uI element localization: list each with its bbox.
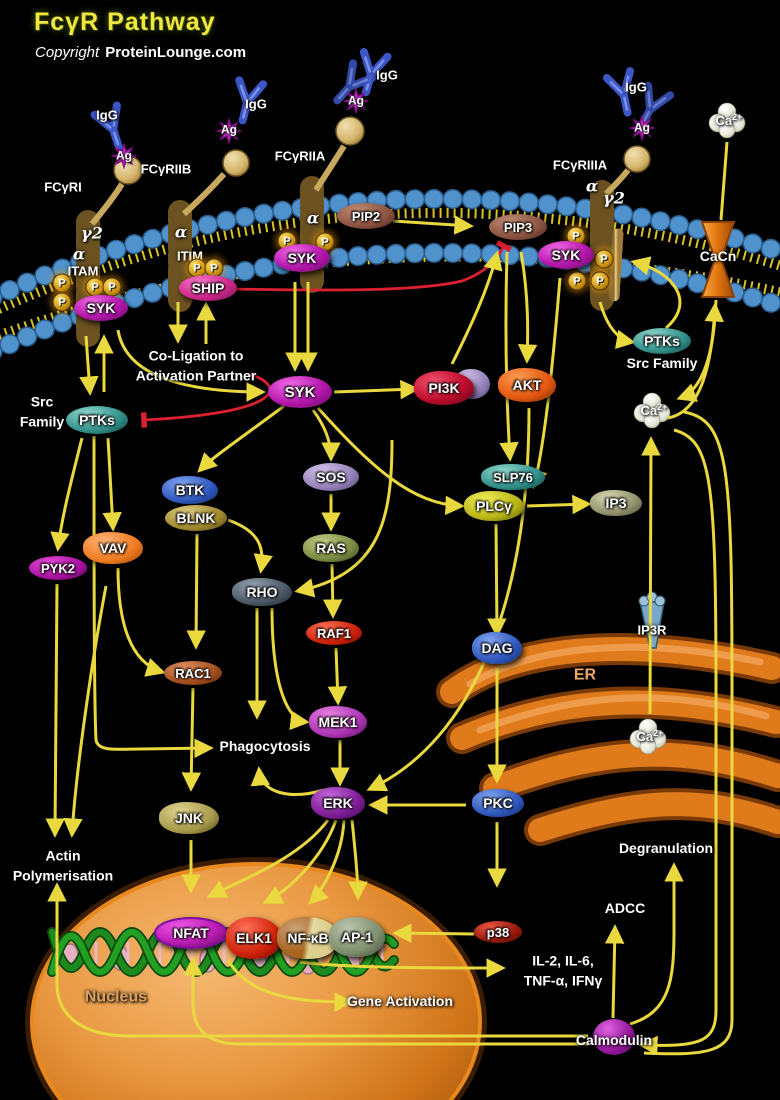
node-ip3: IP3	[590, 490, 642, 516]
anno-src-family-left: Src Family	[20, 392, 64, 433]
node-btk: BTK	[162, 476, 218, 504]
label-alpha-1: α	[72, 244, 86, 264]
anno-degranulation: Degranulation	[618, 839, 714, 856]
anno-coligation: Co-Ligation to Activation Partner	[136, 346, 257, 387]
ca-text: Ca	[636, 729, 654, 745]
label-fcgri: FCγRI	[44, 179, 82, 195]
anno-coligation-line2: Activation Partner	[135, 368, 257, 384]
label-ca-extracellular: Ca2+	[716, 111, 743, 131]
label-ca-er: Ca2+	[637, 727, 664, 747]
label-itam: ITAM	[67, 263, 99, 279]
label-fcgriib: FCγRIIB	[140, 161, 192, 177]
label-ag-4: Ag	[634, 120, 650, 135]
signal-arrows	[45, 141, 734, 1056]
node-ras: RAS	[303, 534, 359, 562]
anno-er: ER	[573, 666, 597, 684]
node-pip3: PIP3	[489, 214, 547, 240]
node-syk-fcgri: SYK	[74, 295, 128, 321]
ip3r-receptor	[638, 591, 666, 649]
node-ship: SHIP	[179, 275, 237, 301]
label-igg-2: IgG	[245, 96, 267, 112]
node-sos: SOS	[303, 463, 359, 491]
node-erk: ERK	[311, 787, 365, 819]
label-ip3r: IP3R	[637, 622, 667, 638]
label-alpha-4: α	[585, 176, 599, 196]
node-elk1: ELK1	[226, 917, 282, 959]
label-igg-1: IgG	[96, 107, 118, 123]
node-nfkb: NF-κB	[277, 917, 339, 959]
node-pi3k: PI3K	[414, 371, 474, 405]
anno-actin-line1: Actin	[45, 847, 81, 864]
label-fcgriiia: FCγRIIIA	[552, 157, 608, 173]
phospho-badge: P	[567, 271, 587, 291]
ca-sup: 2+	[732, 111, 743, 122]
anno-src: Src	[30, 393, 54, 410]
node-jnk: JNK	[159, 802, 219, 834]
ca-sup: 2+	[657, 401, 668, 412]
node-src-ptks-right: PTKs	[633, 328, 691, 354]
label-ag-2: Ag	[221, 122, 237, 137]
anno-adcc: ADCC	[604, 899, 646, 916]
phospho-badge: P	[52, 292, 72, 312]
copyright-site: ProteinLounge.com	[105, 44, 247, 61]
cacn-channel	[700, 221, 736, 298]
node-akt: AKT	[498, 368, 556, 402]
anno-gene-activation: Gene Activation	[346, 992, 454, 1009]
anno-actin-polymerisation: Actin Polymerisation	[13, 846, 113, 887]
label-igg-3: IgG	[376, 67, 398, 83]
node-src-ptks-left: PTKs	[66, 406, 128, 434]
ca-text: Ca	[640, 403, 658, 419]
label-gamma2-left: γ2	[81, 223, 103, 243]
anno-coligation-line1: Co-Ligation to	[148, 347, 244, 364]
label-gamma2-right: γ2	[603, 188, 625, 208]
node-calmodulin-sphere	[593, 1019, 635, 1055]
node-pkc: PKC	[472, 789, 524, 817]
page-title: FcγR Pathway	[34, 8, 216, 36]
node-syk-fcgriia: SYK	[274, 244, 330, 272]
node-plcg: PLCγ	[464, 491, 524, 521]
label-alpha-3: α	[306, 208, 320, 228]
anno-cytokines-line1: IL-2, IL-6,	[532, 952, 594, 969]
node-dag: DAG	[472, 632, 522, 664]
phospho-badge: P	[594, 249, 614, 269]
node-blnk: BLNK	[165, 505, 227, 531]
node-nfat: NFAT	[154, 917, 228, 949]
phospho-badge: P	[52, 273, 72, 293]
anno-cytokines-line2: TNF-α, IFNγ	[523, 973, 603, 989]
phospho-badge: P	[590, 271, 610, 291]
nucleus-organelle	[25, 857, 487, 1100]
node-rac1: RAC1	[164, 661, 222, 685]
label-fcgriia: FCγRIIA	[274, 148, 326, 164]
copyright-line: Copyright ProteinLounge.com	[35, 44, 246, 61]
anno-src-family-right: Src Family	[626, 354, 698, 371]
ca-text: Ca	[715, 113, 733, 129]
node-pip2: PIP2	[337, 203, 395, 229]
node-pyk2: PYK2	[29, 556, 87, 580]
phospho-badge: P	[102, 277, 122, 297]
node-ap1: AP-1	[329, 917, 385, 957]
ca-sup: 2+	[653, 727, 664, 738]
label-ag-3: Ag	[348, 93, 364, 108]
node-p38: p38	[474, 921, 522, 943]
node-syk-main: SYK	[268, 376, 332, 408]
anno-nucleus: Nucleus	[84, 988, 148, 1006]
node-raf1: RAF1	[306, 621, 362, 645]
node-mek1: MEK1	[309, 706, 367, 738]
anno-cytokines: IL-2, IL-6, TNF-α, IFNγ	[524, 951, 603, 992]
label-calmodulin: Calmodulin	[575, 1031, 653, 1048]
node-slp76: SLP76	[481, 464, 545, 490]
anno-phagocytosis: Phagocytosis	[219, 737, 311, 754]
label-alpha-2: α	[174, 222, 188, 242]
node-syk-fcgriiia: SYK	[538, 241, 594, 269]
anno-family: Family	[19, 414, 65, 430]
copyright-word: Copyright	[35, 44, 100, 61]
label-cacn: CaCn	[699, 247, 737, 264]
label-ca-cytosol: Ca2+	[641, 401, 668, 421]
node-vav: VAV	[83, 532, 143, 564]
anno-actin-line2: Polymerisation	[12, 868, 114, 884]
node-rho: RHO	[232, 578, 292, 606]
label-igg-4: IgG	[625, 79, 647, 95]
label-ag-1: Ag	[116, 148, 132, 163]
